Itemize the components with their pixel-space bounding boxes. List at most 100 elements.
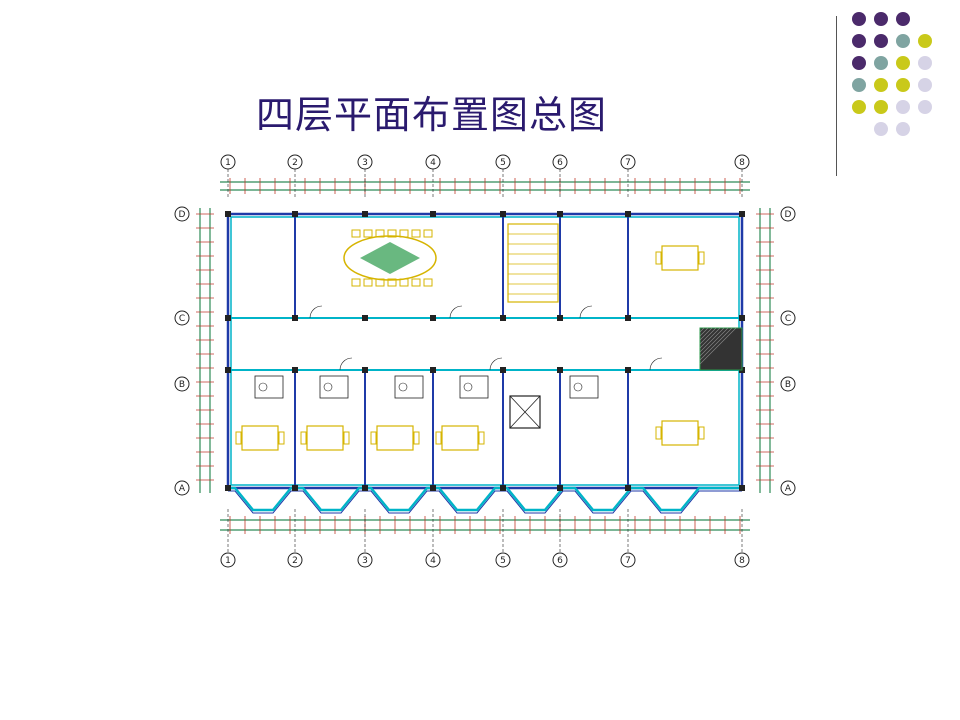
shaft-hatch bbox=[699, 327, 721, 349]
shaft-hatch bbox=[699, 327, 737, 365]
furniture-chair bbox=[413, 431, 420, 445]
structural-column bbox=[500, 211, 506, 217]
furniture-set bbox=[241, 425, 279, 451]
furniture-chair bbox=[435, 431, 442, 445]
structural-column bbox=[225, 315, 231, 321]
axis-label: 4 bbox=[430, 158, 436, 168]
chair bbox=[399, 229, 409, 238]
decoration-dot bbox=[896, 122, 910, 136]
axis-bubble bbox=[174, 480, 190, 496]
structural-column bbox=[739, 485, 745, 491]
chair bbox=[363, 229, 373, 238]
dot-decoration bbox=[852, 12, 952, 162]
furniture-set bbox=[306, 425, 344, 451]
axis-label: 1 bbox=[225, 158, 231, 168]
axis-label: D bbox=[179, 210, 186, 220]
furniture-chair bbox=[655, 426, 662, 440]
decoration-dot bbox=[852, 100, 866, 114]
chair bbox=[351, 278, 361, 287]
chair bbox=[363, 278, 373, 287]
axis-label: 5 bbox=[500, 556, 506, 566]
shaft-hatch bbox=[699, 327, 733, 361]
chair bbox=[411, 229, 421, 238]
fixture bbox=[258, 382, 268, 392]
axis-bubble bbox=[174, 310, 190, 326]
decoration-dot bbox=[896, 56, 910, 70]
structural-column bbox=[500, 315, 506, 321]
structural-column bbox=[500, 367, 506, 373]
rooms bbox=[235, 223, 743, 451]
furniture-chair bbox=[698, 251, 705, 265]
decoration-dot bbox=[874, 12, 888, 26]
decoration-dot bbox=[896, 78, 910, 92]
decoration-dot bbox=[852, 34, 866, 48]
decoration-dot bbox=[918, 56, 932, 70]
structural-column bbox=[625, 315, 631, 321]
structural-column bbox=[362, 485, 368, 491]
structural-column bbox=[625, 367, 631, 373]
door-swing bbox=[649, 357, 663, 371]
shaft-hatch bbox=[699, 327, 713, 341]
axis-label: 8 bbox=[739, 158, 745, 168]
axis-bubble bbox=[495, 154, 511, 170]
axis-bubble bbox=[425, 154, 441, 170]
shaft-hatch bbox=[699, 327, 705, 333]
shaft-hatch bbox=[699, 327, 725, 353]
furniture-chair bbox=[343, 431, 350, 445]
chair bbox=[411, 278, 421, 287]
shaft-hatch bbox=[699, 327, 729, 357]
bathroom bbox=[254, 375, 284, 399]
structural-column bbox=[292, 211, 298, 217]
axis-bubble bbox=[287, 154, 303, 170]
axis-bubble bbox=[220, 552, 236, 568]
structural-column bbox=[292, 367, 298, 373]
axis-bubble bbox=[620, 154, 636, 170]
outer-wall bbox=[226, 212, 744, 490]
axis-label: 6 bbox=[557, 158, 563, 168]
axis-label: 7 bbox=[625, 158, 631, 168]
axis-bubble bbox=[287, 552, 303, 568]
structural-column bbox=[430, 211, 436, 217]
axis-bubble bbox=[552, 552, 568, 568]
axis-label: 1 bbox=[225, 556, 231, 566]
fixture bbox=[463, 382, 473, 392]
axis-label: B bbox=[785, 380, 791, 390]
axis-bubble bbox=[357, 552, 373, 568]
axis-label: 3 bbox=[362, 556, 368, 566]
dimension-lines bbox=[196, 178, 774, 534]
structural-column bbox=[430, 315, 436, 321]
axis-bubble bbox=[174, 376, 190, 392]
axis-bubble bbox=[780, 376, 796, 392]
door-swing bbox=[309, 305, 323, 319]
structural-column bbox=[625, 485, 631, 491]
chair bbox=[387, 229, 397, 238]
bay-windows bbox=[228, 486, 742, 512]
axis-label: 4 bbox=[430, 556, 436, 566]
axis-label: 2 bbox=[292, 158, 298, 168]
axis-label: A bbox=[179, 484, 186, 494]
furniture-chair bbox=[235, 431, 242, 445]
axis-label: 5 bbox=[500, 158, 506, 168]
axis-bubble bbox=[495, 552, 511, 568]
conference-table bbox=[343, 235, 437, 281]
chair bbox=[375, 278, 385, 287]
furniture-set bbox=[441, 425, 479, 451]
axis-label: 7 bbox=[625, 556, 631, 566]
structural-column bbox=[225, 485, 231, 491]
decoration-dot bbox=[896, 34, 910, 48]
structural-column bbox=[557, 211, 563, 217]
axis-bubble bbox=[780, 480, 796, 496]
decoration-dot bbox=[918, 34, 932, 48]
axis-label: A bbox=[785, 484, 792, 494]
axis-bubble bbox=[174, 206, 190, 222]
bay-windows-outer bbox=[228, 490, 742, 514]
structural-column bbox=[225, 367, 231, 373]
decoration-dot bbox=[874, 34, 888, 48]
furniture-chair bbox=[478, 431, 485, 445]
axis-label: D bbox=[785, 210, 792, 220]
structural-column bbox=[362, 367, 368, 373]
structural-column bbox=[225, 211, 231, 217]
decoration-dot bbox=[852, 56, 866, 70]
axis-bubble bbox=[734, 552, 750, 568]
